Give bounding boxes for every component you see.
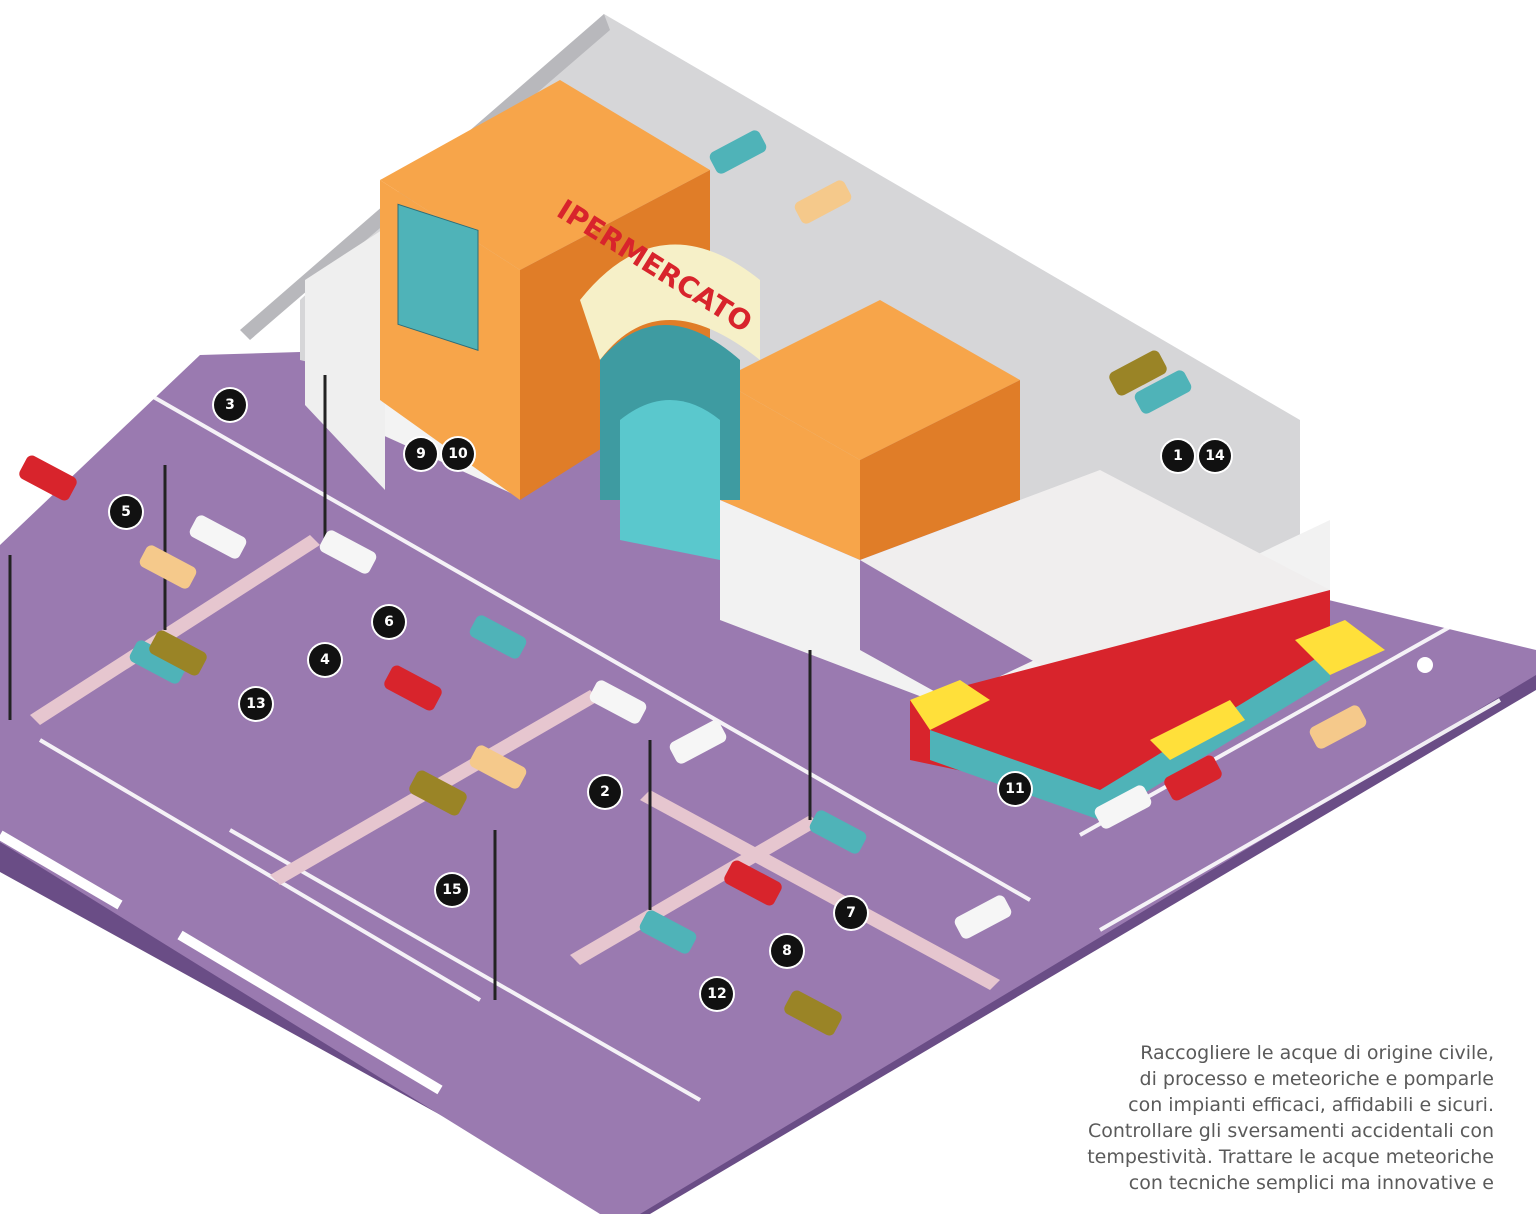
marker-9[interactable]: 9 [405,438,437,470]
description-caption: Raccogliere le acque di origine civile, … [994,1040,1494,1196]
marker-3[interactable]: 3 [214,389,246,421]
marker-7[interactable]: 7 [835,897,867,929]
marker-2[interactable]: 2 [589,776,621,808]
marker-11[interactable]: 11 [999,773,1031,805]
marker-10[interactable]: 10 [442,438,474,470]
marker-6[interactable]: 6 [373,606,405,638]
marker-15[interactable]: 15 [436,874,468,906]
marker-14[interactable]: 14 [1199,440,1231,472]
marker-13[interactable]: 13 [240,688,272,720]
marker-4[interactable]: 4 [309,644,341,676]
marker-12[interactable]: 12 [701,978,733,1010]
marker-1[interactable]: 1 [1162,440,1194,472]
marker-5[interactable]: 5 [110,496,142,528]
marker-8[interactable]: 8 [771,935,803,967]
